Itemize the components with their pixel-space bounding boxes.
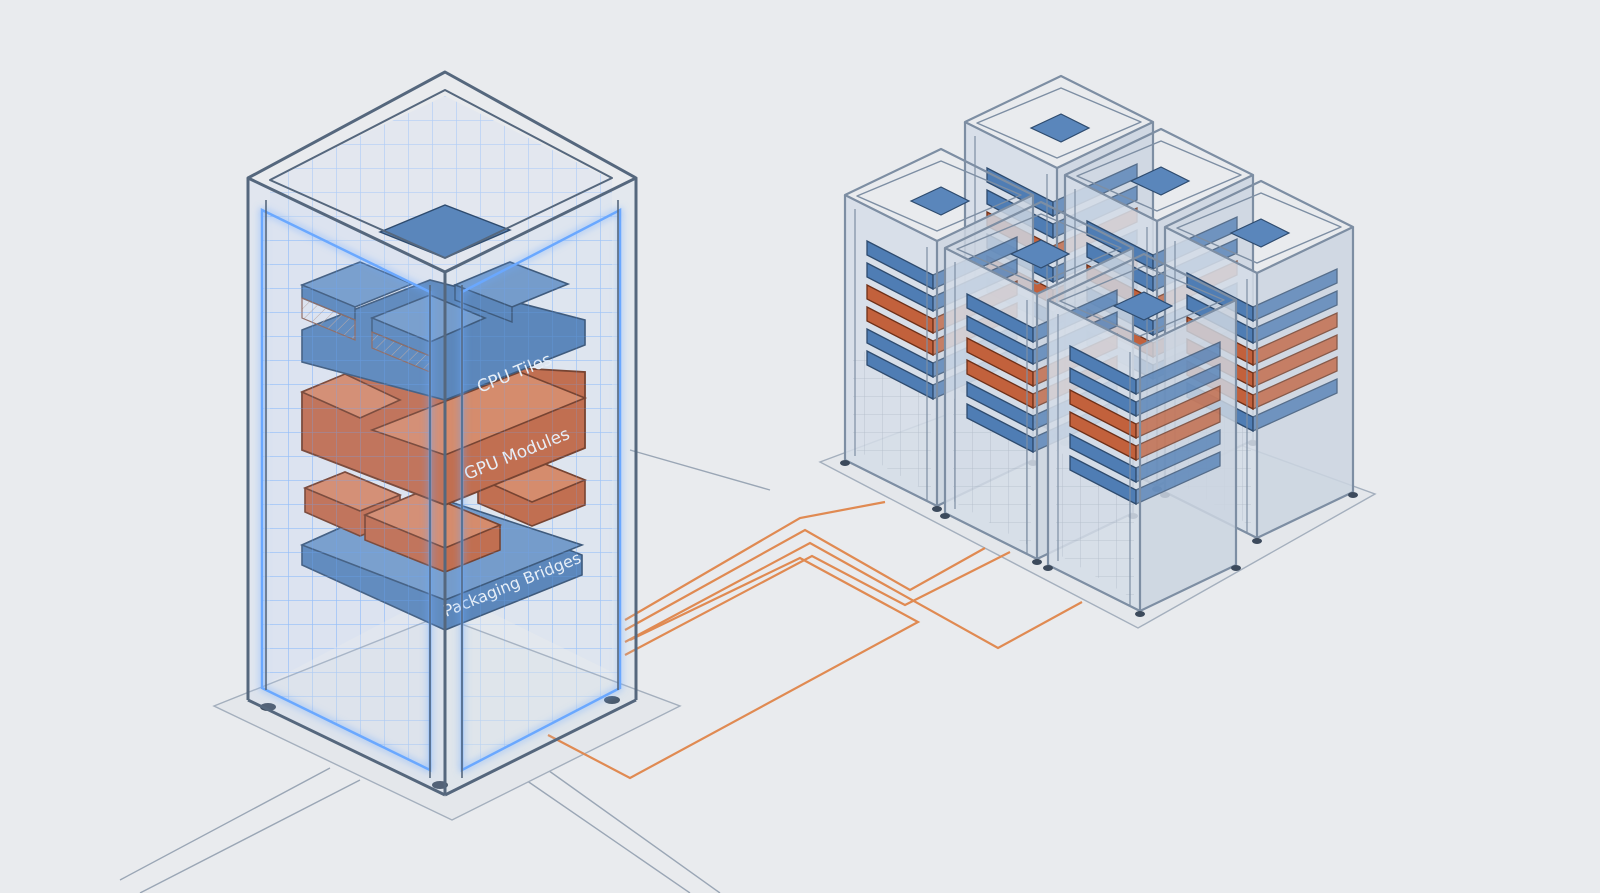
rack-foot <box>840 460 850 466</box>
rack-foot <box>1135 611 1145 617</box>
rack-foot <box>932 506 942 512</box>
rack-frame <box>246 70 638 797</box>
rack-foot <box>1231 565 1241 571</box>
rack-foot <box>940 513 950 519</box>
rack-front-glass <box>248 178 636 795</box>
rack-foot <box>1043 565 1053 571</box>
cluster-rack <box>1043 252 1241 617</box>
rack-foot <box>1032 559 1042 565</box>
main-rack: CPU Tiles GPU Modules Packaging Bridges <box>246 70 638 797</box>
rack-foot <box>1252 538 1262 544</box>
interconnect-lines <box>547 500 1083 780</box>
rack-foot <box>604 696 620 704</box>
ground-lines <box>119 449 771 893</box>
server-cluster <box>840 74 1358 617</box>
rack-foot <box>1348 492 1358 498</box>
